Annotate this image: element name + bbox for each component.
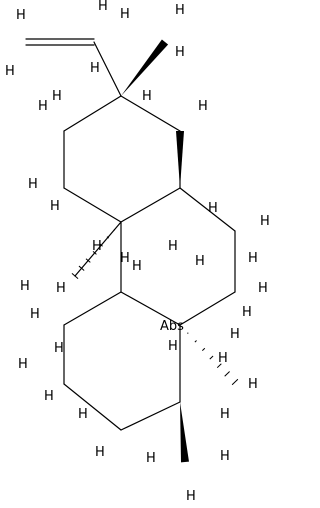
hydrogen-atom-label: H (168, 339, 178, 354)
bond (120, 95, 181, 132)
hydrogen-atom-label: H (260, 214, 270, 229)
hashed-bond-stroke (231, 378, 239, 386)
hashed-bond-stroke (85, 258, 91, 263)
hashed-bond-stroke (216, 363, 222, 369)
hydrogen-atom-label: H (52, 89, 62, 104)
hydrogen-atom-label: H (50, 199, 60, 214)
hydrogen-atom-label: H (208, 201, 218, 216)
hydrogen-atom-label: H (230, 327, 240, 342)
bond (120, 187, 181, 223)
hydrogen-atom-label: H (198, 99, 208, 114)
hydrogen-atom-label: H (248, 251, 258, 266)
bond (63, 291, 122, 326)
bond (63, 95, 122, 132)
hydrogen-atom-label: H (28, 177, 38, 192)
hashed-bond-stroke (92, 250, 97, 255)
hashed-bond-stroke (71, 273, 79, 279)
hydrogen-atom-label: H (175, 3, 185, 18)
hydrogen-atom-label: H (120, 251, 130, 266)
hydrogen-atom-label: H (242, 305, 252, 320)
hashed-bond-stroke (201, 347, 206, 351)
hydrogen-atom-label: H (16, 8, 26, 23)
bond (120, 291, 181, 326)
bond (179, 291, 236, 326)
hydrogen-atom-label: H (30, 307, 40, 322)
hashed-bond-stroke (187, 332, 189, 334)
hydrogen-atom-label: H (168, 239, 178, 254)
hashed-bond-stroke (224, 371, 230, 377)
hydrogen-atom-label: H (220, 449, 230, 464)
hydrogen-atom-label: H (54, 341, 64, 356)
hydrogen-atom-label: H (38, 99, 48, 114)
hydrogen-atom-label: H (98, 0, 108, 14)
hydrogen-atom-label: H (195, 254, 205, 269)
hydrogen-atom-label: H (142, 89, 152, 104)
hydrogen-atom-label: H (78, 407, 88, 422)
hashed-bond-stroke (99, 243, 103, 247)
hydrogen-atom-label: H (56, 281, 66, 296)
hydrogen-atom-label: H (44, 389, 54, 404)
bond (120, 401, 181, 431)
hydrogen-atom-label: H (146, 451, 156, 466)
stereo-bonds (71, 39, 239, 463)
hashed-bond-stroke (113, 228, 116, 231)
wedge-bond (176, 131, 184, 188)
hydrogen-atom-label: H (258, 281, 268, 296)
hydrogen-atom-label: H (218, 351, 228, 366)
bond-lines (25, 38, 236, 431)
hydrogen-atom-label: H (175, 45, 185, 60)
hydrogen-atom-label: H (220, 407, 230, 422)
hashed-bond-stroke (209, 355, 214, 360)
hydrogen-atom-label: H (120, 7, 130, 22)
bond (63, 383, 122, 431)
bond (63, 187, 122, 223)
absolute-stereo-label: Abs (160, 319, 184, 334)
hashed-bond-stroke (106, 236, 110, 239)
wedge-bond (121, 39, 169, 96)
bond (74, 221, 122, 277)
hydrogen-atom-label: H (132, 259, 142, 274)
hydrogen-atom-label: H (186, 489, 196, 504)
hashed-bond-stroke (78, 265, 85, 271)
hydrogen-atom-label: H (18, 357, 28, 372)
wedge-bond (180, 402, 189, 463)
hydrogen-atom-label: H (92, 239, 102, 254)
hydrogen-atom-label: H (90, 61, 100, 76)
hydrogen-atom-label: H (95, 445, 105, 460)
bond (179, 187, 236, 232)
hashed-bond-stroke (194, 340, 197, 343)
hydrogen-atom-label: H (5, 64, 15, 79)
bond (93, 41, 122, 97)
hydrogen-atom-label: H (248, 377, 258, 392)
hydrogen-atom-label: H (20, 279, 30, 294)
